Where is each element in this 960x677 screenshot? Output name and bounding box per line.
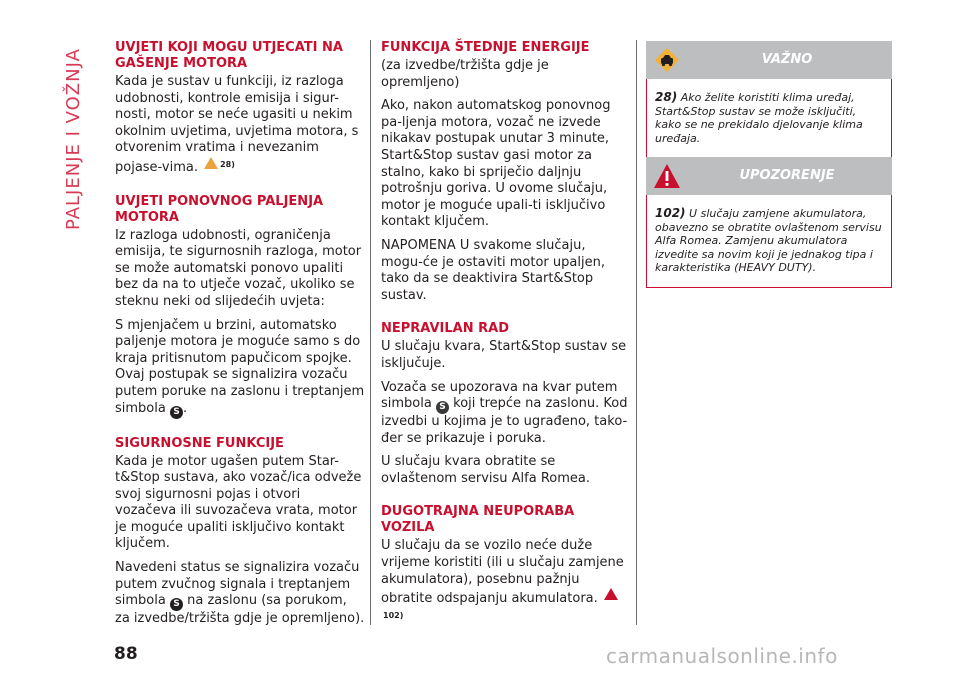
- car-warning-icon: [655, 48, 679, 72]
- start-stop-symbol-icon: S: [435, 401, 449, 415]
- heading-conditions-stop: UVJETI KOJI MOGU UTJECATI NA GAŠENJE MOT…: [115, 40, 343, 71]
- paragraph-text-end: .: [182, 400, 188, 416]
- paragraph: S mjenjačem u brzini, automatsko paljenj…: [115, 318, 365, 419]
- paragraph: (za izvedbe/tržišta gdje je opremljeno): [381, 58, 549, 90]
- heading-restart-conditions: UVJETI PONOVNOG PALJENJA MOTORA: [115, 193, 324, 225]
- paragraph: NAPOMENA U svakome slučaju, mogu-će je o…: [381, 237, 605, 303]
- note-number: 28): [655, 90, 678, 104]
- heading-energy-saving: FUNKCIJA ŠTEDNJE ENERGIJE: [381, 40, 590, 55]
- column-divider: [636, 40, 637, 625]
- note-text: U slučaju zamjene akumulatora, obavezno …: [655, 207, 882, 274]
- paragraph-text: U slučaju da se vozilo neće duže vrijeme…: [381, 538, 624, 607]
- notice-box-header: UPOZORENJE: [646, 157, 892, 195]
- paragraph: Navedeni status se signalizira vozaču pu…: [115, 560, 365, 628]
- column-divider: [370, 40, 371, 625]
- notice-box-title: VAŽNO: [761, 52, 813, 67]
- paragraph: Kada je motor ugašen putem Star-t&Stop s…: [115, 453, 362, 552]
- paragraph-text: Vozača se upozorava na kvar putem simbol…: [381, 379, 618, 412]
- paragraph-text: Navedeni status se signalizira vozaču pu…: [115, 560, 360, 609]
- note-reference: 102): [383, 610, 404, 620]
- heading-safety-functions: SIGURNOSNE FUNKCIJE: [115, 435, 284, 451]
- warning-triangle-icon: [654, 164, 680, 188]
- paragraph-text: Kada je sustav u funkciji, iz razloga ud…: [115, 74, 359, 175]
- notice-box-body: 28) Ako želite koristiti klima uređaj, S…: [646, 79, 892, 158]
- column-middle: FUNKCIJA ŠTEDNJE ENERGIJE (za izvedbe/tr…: [381, 40, 631, 634]
- notice-box-warning: UPOZORENJE 102) U slučaju zamjene akumul…: [646, 157, 892, 288]
- note-reference: 28): [220, 159, 235, 169]
- watermark: carmanualsonline.info: [606, 644, 838, 668]
- chapter-side-title: PALJENJE I VOŽNJA: [63, 48, 84, 230]
- heading-malfunction: NEPRAVILAN RAD: [381, 321, 509, 337]
- caution-icon: [603, 588, 618, 601]
- start-stop-symbol-icon: S: [169, 598, 183, 612]
- paragraph: Iz razloga udobnosti, ograničenja emisij…: [115, 227, 362, 309]
- paragraph: Kada je sustav u funkciji, iz razloga ud…: [115, 74, 365, 177]
- paragraph: Ako, nakon automatskog ponovnog pa-ljenj…: [381, 98, 611, 230]
- notice-box-header: VAŽNO: [646, 41, 892, 79]
- heading-long-inactivity: DUGOTRAJNA NEUPORABA VOZILA: [381, 504, 575, 536]
- notice-box-title: UPOZORENJE: [739, 168, 835, 183]
- note-text: Ako želite koristiti klima uređaj, Start…: [655, 91, 863, 145]
- column-left: UVJETI KOJI MOGU UTJECATI NA GAŠENJE MOT…: [115, 40, 365, 635]
- paragraph: U slučaju kvara, Start&Stop sustav se is…: [381, 339, 627, 371]
- paragraph: Vozača se upozorava na kvar putem simbol…: [381, 380, 631, 448]
- paragraph: U slučaju da se vozilo neće duže vrijeme…: [381, 538, 631, 627]
- note-number: 102): [655, 206, 686, 220]
- paragraph-text-end: koji trepće na zaslonu. Kod izvedbi u ko…: [381, 396, 628, 446]
- notice-box-body: 102) U slučaju zamjene akumulatora, obav…: [646, 195, 892, 288]
- paragraph-text-end: na zaslonu (sa porukom, za izvedbe/tržiš…: [115, 593, 365, 627]
- paragraph-text: S mjenjačem u brzini, automatsko paljenj…: [115, 317, 365, 416]
- start-stop-symbol-icon: S: [169, 405, 183, 419]
- paragraph: U slučaju kvara obratite se ovlaštenom s…: [381, 454, 590, 486]
- page-number: 88: [114, 644, 138, 664]
- caution-icon: [204, 156, 219, 169]
- notice-box-important: VAŽNO 28) Ako želite koristiti klima ure…: [646, 41, 892, 158]
